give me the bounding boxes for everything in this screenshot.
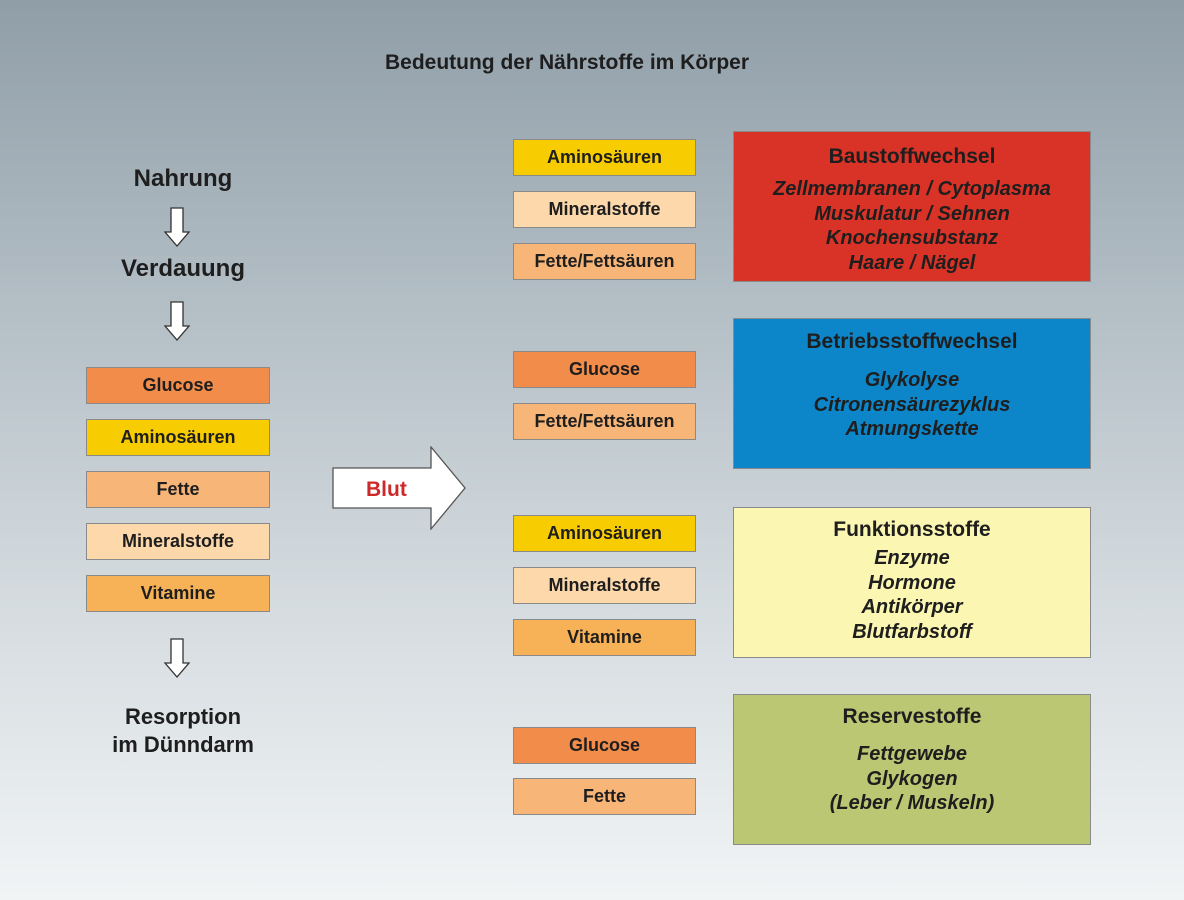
category-item: Zellmembranen / Cytoplasma — [773, 178, 1051, 200]
nutrient-box-vitamine: Vitamine — [86, 575, 270, 612]
category-item: Haare / Nägel — [848, 251, 976, 274]
category-title: Reservestoffe — [842, 705, 982, 728]
down-arrow-icon — [164, 207, 190, 247]
down-arrow-icon — [164, 638, 190, 678]
group1-nutrient-mineralstoffe: Mineralstoffe — [513, 191, 696, 228]
category-item: Citronensäurezyklus — [813, 393, 1011, 416]
category-funktionsstoffe: Funktionsstoffe Enzyme Hormone Antikörpe… — [733, 507, 1091, 658]
category-title: Baustoffwechsel — [828, 145, 996, 168]
category-item: Hormone — [868, 571, 956, 594]
category-baustoffwechsel: Baustoffwechsel Zellmembranen / Cytoplas… — [733, 131, 1091, 282]
category-item: Fettgewebe — [856, 743, 968, 765]
group4-nutrient-glucose: Glucose — [513, 727, 696, 764]
nutrient-box-glucose: Glucose — [86, 367, 270, 404]
blut-arrow-icon — [332, 446, 466, 530]
category-item: Enzyme — [874, 547, 950, 569]
nutrient-box-mineralstoffe: Mineralstoffe — [86, 523, 270, 560]
category-reservestoffe: Reservestoffe Fettgewebe Glykogen (Leber… — [733, 694, 1091, 845]
resorption-line-2: im Dünndarm — [112, 732, 254, 757]
category-item: Glykolyse — [864, 369, 960, 391]
group3-nutrient-mineralstoffe: Mineralstoffe — [513, 567, 696, 604]
category-item: Blutfarbstoff — [852, 620, 972, 643]
group1-nutrient-fette-fettsaeuren: Fette/Fettsäuren — [513, 243, 696, 280]
category-item: Antikörper — [861, 596, 963, 618]
category-title: Betriebsstoffwechsel — [806, 330, 1018, 353]
category-title: Funktionsstoffe — [833, 518, 991, 541]
blut-label: Blut — [366, 478, 407, 501]
category-item: Glykogen — [866, 767, 958, 790]
group3-nutrient-aminosaeuren: Aminosäuren — [513, 515, 696, 552]
category-item: Muskulatur / Sehnen — [814, 202, 1010, 225]
group1-nutrient-aminosaeuren: Aminosäuren — [513, 139, 696, 176]
group2-nutrient-fette-fettsaeuren: Fette/Fettsäuren — [513, 403, 696, 440]
group2-nutrient-glucose: Glucose — [513, 351, 696, 388]
page-title: Bedeutung der Nährstoffe im Körper — [384, 51, 750, 74]
category-item: (Leber / Muskeln) — [829, 792, 995, 814]
group4-nutrient-fette: Fette — [513, 778, 696, 815]
nutrient-box-aminosaeuren: Aminosäuren — [86, 419, 270, 456]
category-item: Atmungskette — [845, 418, 979, 440]
resorption-line-1: Resorption — [124, 704, 242, 729]
category-item: Knochensubstanz — [825, 227, 999, 249]
nutrient-box-fette: Fette — [86, 471, 270, 508]
step-resorption: Resorption im Dünndarm — [63, 703, 303, 759]
group3-nutrient-vitamine: Vitamine — [513, 619, 696, 656]
step-verdauung: Verdauung — [120, 255, 246, 282]
down-arrow-icon — [164, 301, 190, 341]
step-nahrung: Nahrung — [133, 165, 233, 192]
category-betriebsstoffwechsel: Betriebsstoffwechsel Glykolyse Citronens… — [733, 318, 1091, 469]
